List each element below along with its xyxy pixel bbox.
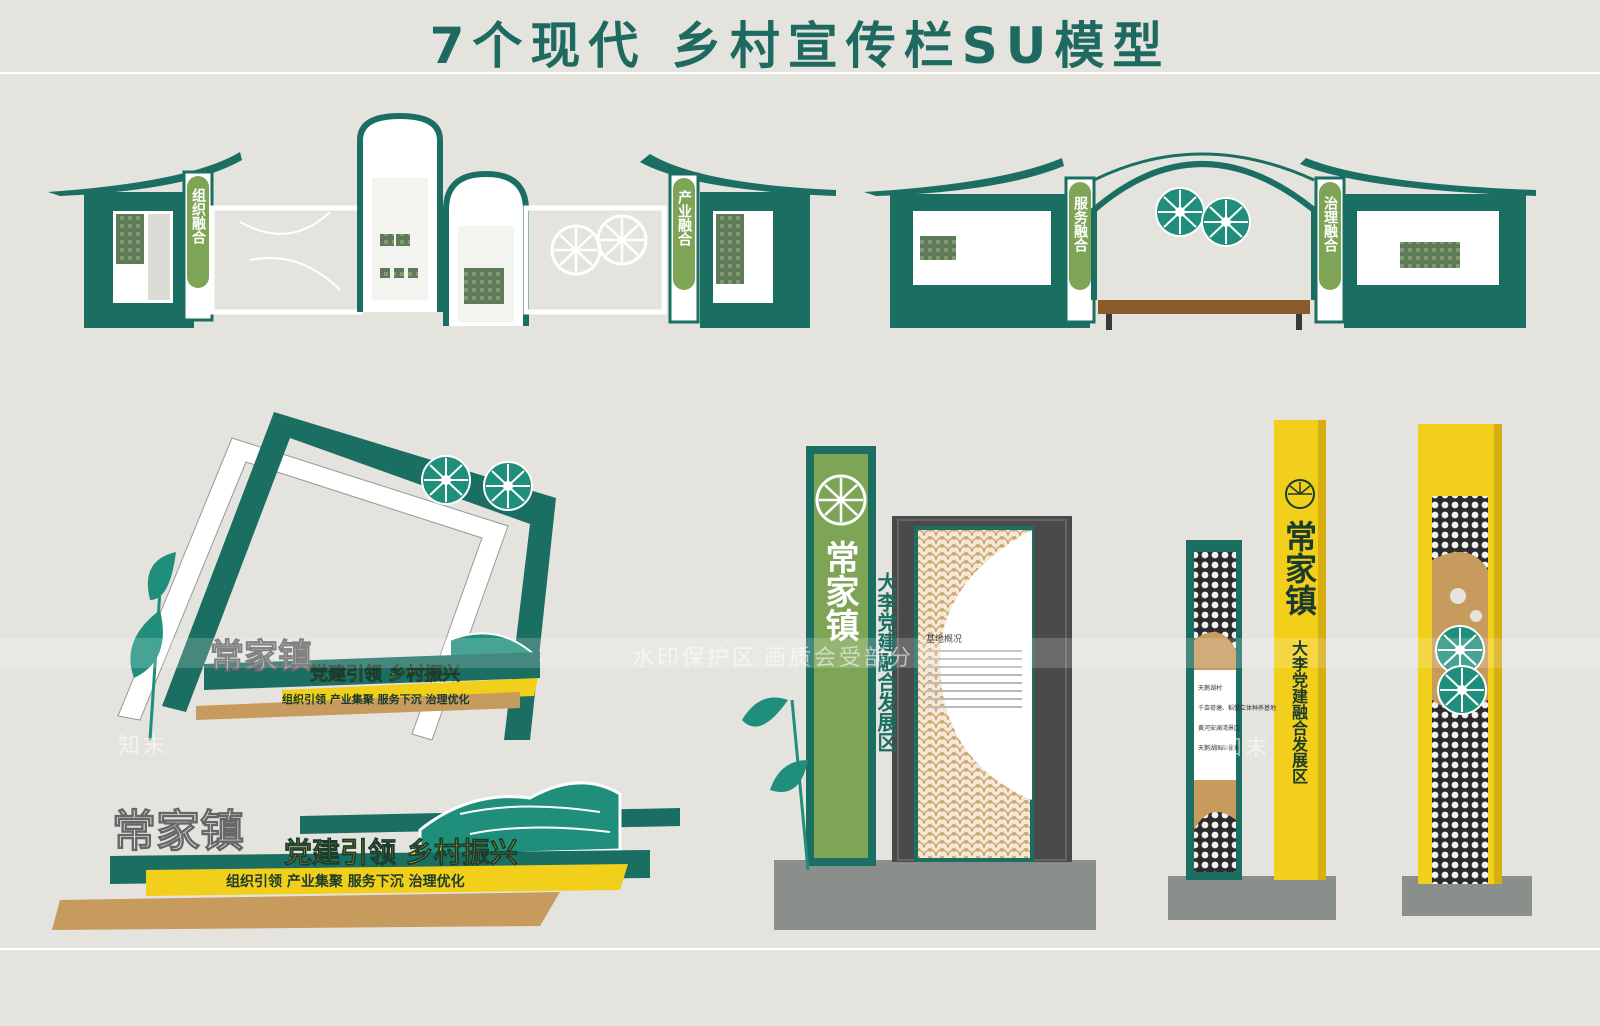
model-7-yellow-pillar	[1402, 424, 1532, 916]
page-title: 7个现代 乡村宣传栏SU模型	[429, 17, 1171, 75]
dir-1: 天鹅湖村	[1198, 684, 1222, 692]
model-4-ground-sign	[52, 781, 680, 930]
watermark-brand-1: 知末	[118, 734, 169, 759]
tab-label-1: 组织融合	[190, 188, 206, 244]
model-5-panel-lines	[926, 650, 1022, 708]
model-4-slogan: 党建引领 乡村振兴	[284, 836, 518, 869]
watermark-brand-2: 知末	[1220, 736, 1271, 761]
model-2-billboard	[864, 152, 1536, 330]
model-3-town-label: 常家镇	[210, 637, 312, 677]
tab-label-2: 产业融合	[676, 190, 692, 246]
model-5-district: 大李党建融合发展区	[874, 572, 898, 752]
watermark-left: 水印保护区	[632, 646, 758, 671]
watermark-right: 画质会受部分	[764, 646, 915, 671]
dir-2: 千亩荷塘、稻蟹立体种养基地	[1198, 704, 1276, 712]
model-3-slogan: 党建引领 乡村振兴	[310, 663, 460, 685]
model-5-panel-heading: 基地概况	[926, 633, 962, 645]
tab-label-4: 治理融合	[1322, 196, 1338, 252]
bottom-divider	[0, 948, 1600, 950]
model-6-double-pillar	[1168, 420, 1336, 920]
dir-4: 天鹅湖国际慢城	[1198, 744, 1240, 752]
model-5-pillar-sign	[742, 446, 1096, 930]
top-divider	[0, 72, 1600, 74]
model-5-town-label: 常家镇	[819, 540, 859, 642]
model-4-sub: 组织引领 产业集聚 服务下沉 治理优化	[226, 873, 465, 890]
model-6-district: 大李党建融合发展区	[1289, 640, 1308, 784]
model-6-town-label: 常家镇	[1280, 520, 1318, 616]
model-1-billboard	[48, 112, 836, 328]
model-3-frame-sign	[117, 412, 556, 741]
model-3-sub: 组织引领 产业集聚 服务下沉 治理优化	[282, 692, 470, 706]
model-4-town-label: 常家镇	[112, 806, 244, 857]
watermark-band	[0, 638, 1600, 668]
dir-3: 黄河安澜湾景区	[1198, 724, 1240, 732]
tab-label-3: 服务融合	[1072, 196, 1088, 252]
